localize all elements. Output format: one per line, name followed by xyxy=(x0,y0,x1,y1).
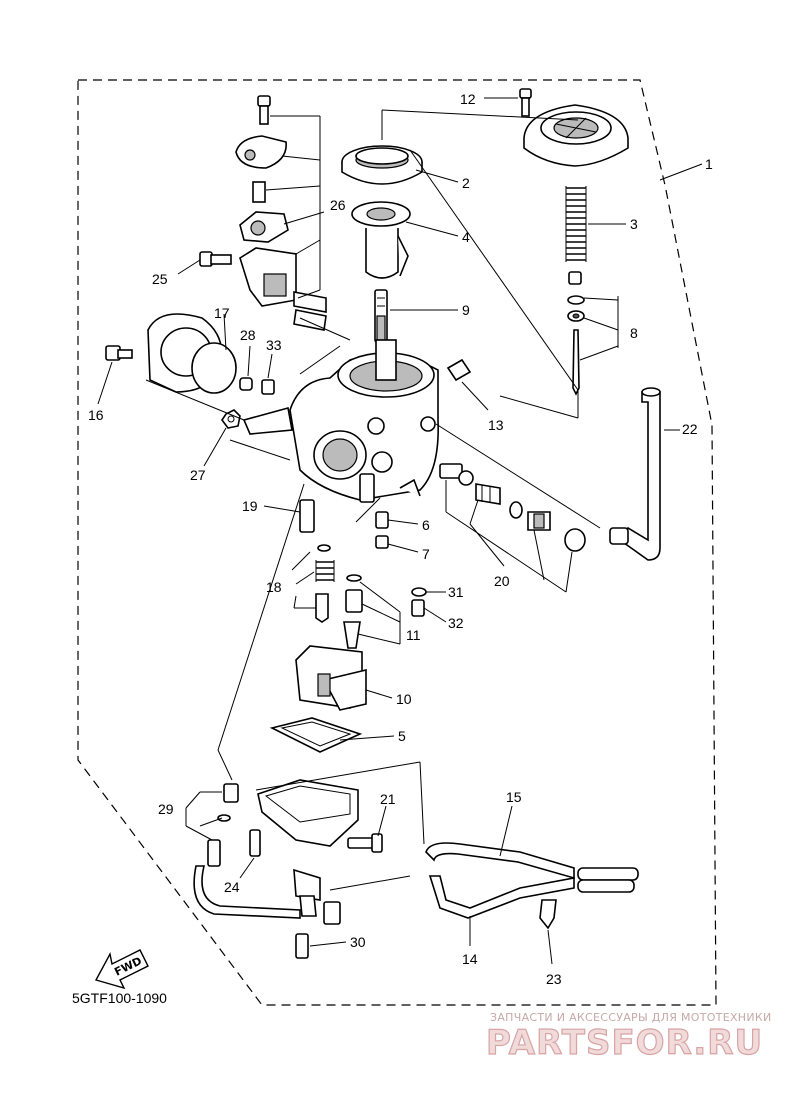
assembly-boundary xyxy=(77,79,717,1006)
label-12: 12 xyxy=(460,91,476,107)
carburetor-body xyxy=(242,339,439,503)
drawing-code: 5GTF100-1090 xyxy=(72,990,167,1006)
o-ring-17 xyxy=(191,342,237,394)
leader-lines xyxy=(97,97,703,965)
plug-28 xyxy=(239,377,253,391)
label-19: 19 xyxy=(242,498,258,514)
carburetor-top-cover xyxy=(523,104,629,167)
screw-12 xyxy=(519,88,532,117)
watermark-brand: PARTSFOR.RU xyxy=(486,1023,763,1063)
label-13: 13 xyxy=(488,417,504,433)
screw-30 xyxy=(295,933,309,959)
nut-27 xyxy=(221,409,241,429)
throttle-slide xyxy=(351,201,411,279)
label-29: 29 xyxy=(158,801,174,817)
label-10: 10 xyxy=(396,691,412,707)
drain-screw-29 xyxy=(217,783,239,822)
hose-clamp-23 xyxy=(539,899,557,930)
label-28: 28 xyxy=(240,327,256,343)
label-3: 3 xyxy=(630,216,638,232)
label-32: 32 xyxy=(448,615,464,631)
drain-hose xyxy=(193,839,341,925)
label-22: 22 xyxy=(682,421,698,437)
fuel-hose-14 xyxy=(428,875,635,919)
label-26: 26 xyxy=(330,197,346,213)
vent-tube xyxy=(609,387,661,561)
label-16: 16 xyxy=(88,407,104,423)
label-18: 18 xyxy=(266,579,282,595)
label-33: 33 xyxy=(266,337,282,353)
watermark: ЗАПЧАСТИ И АКСЕССУАРЫ ДЛЯ МОТОТЕХНИКИ PA… xyxy=(485,1011,772,1064)
label-17: 17 xyxy=(214,305,230,321)
throttle-stop-screw-set xyxy=(315,544,335,623)
jet-19 xyxy=(299,499,315,533)
label-8: 8 xyxy=(630,325,638,341)
needle-valve-set xyxy=(343,574,363,649)
label-15: 15 xyxy=(506,789,522,805)
label-20: 20 xyxy=(494,573,510,589)
label-25: 25 xyxy=(152,271,168,287)
label-21: 21 xyxy=(380,791,396,807)
washer-31 xyxy=(411,587,427,597)
label-23: 23 xyxy=(546,971,562,987)
label-6: 6 xyxy=(422,517,430,533)
label-5: 5 xyxy=(398,728,406,744)
float-bowl xyxy=(257,779,359,917)
label-14: 14 xyxy=(462,951,478,967)
throttle-bracket-assembly xyxy=(235,95,327,331)
float xyxy=(295,645,367,711)
part-labels: 1 2 3 4 5 6 7 8 9 10 11 12 13 14 15 16 1… xyxy=(88,91,713,987)
jet-needle-set xyxy=(567,271,585,396)
label-2: 2 xyxy=(462,175,470,191)
float-bowl-gasket xyxy=(269,717,363,753)
screw-32 xyxy=(411,599,425,617)
label-11: 11 xyxy=(406,627,421,643)
screw-33 xyxy=(261,379,275,395)
jet-6 xyxy=(375,511,389,529)
bolt-16 xyxy=(105,345,133,361)
watermark-tagline: ЗАПЧАСТИ И АКСЕССУАРЫ ДЛЯ МОТОТЕХНИКИ xyxy=(490,1011,772,1024)
label-27: 27 xyxy=(190,467,206,483)
plug-24 xyxy=(249,829,261,857)
label-30: 30 xyxy=(350,934,366,950)
screw-21 xyxy=(347,833,383,853)
label-1: 1 xyxy=(705,156,713,172)
diaphragm-2 xyxy=(341,145,423,185)
label-4: 4 xyxy=(462,229,470,245)
needle-jet xyxy=(374,289,388,343)
screw-13 xyxy=(446,358,472,382)
screw-25 xyxy=(199,251,232,267)
label-24: 24 xyxy=(224,879,240,895)
fuel-hose-15 xyxy=(425,842,639,881)
label-9: 9 xyxy=(462,302,470,318)
label-7: 7 xyxy=(422,546,430,562)
label-31: 31 xyxy=(448,584,464,600)
jet-7 xyxy=(375,535,389,549)
pilot-screw-set xyxy=(439,463,586,552)
fwd-arrow-icon: FWD xyxy=(94,949,149,990)
throttle-spring xyxy=(565,186,587,262)
